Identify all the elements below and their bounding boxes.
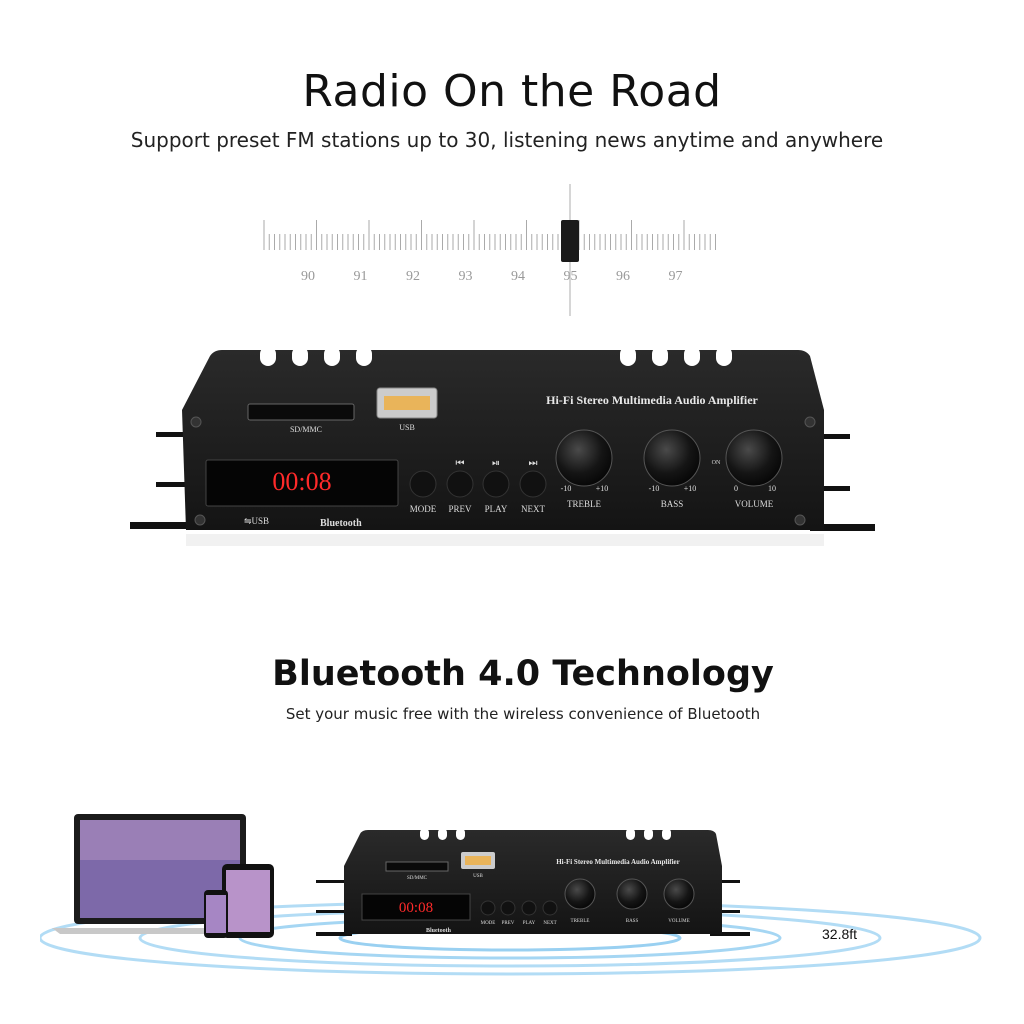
bluetooth-label: Bluetooth: [320, 518, 362, 529]
knob-volume[interactable]: ON 0 10 VOLUME: [712, 429, 783, 509]
tablet-icon: [222, 864, 274, 938]
led-display: [205, 459, 399, 507]
small-bass-label: BASS: [626, 919, 639, 924]
power-on-label: ON: [712, 460, 721, 466]
small-prev-label: PREV: [502, 921, 515, 926]
dial-frequency-label: 96: [616, 269, 630, 284]
dial-ticks: [263, 220, 716, 250]
usb-port-label: USB: [399, 423, 415, 432]
small-bluetooth-label: Bluetooth: [426, 928, 452, 934]
small-volume-label: VOLUME: [668, 919, 689, 924]
amplifier-brand-label: Hi-Fi Stereo Multimedia Audio Amplifier: [546, 393, 758, 407]
dial-frequency-label: 97: [669, 269, 683, 284]
button-mode-label: MODE: [410, 504, 437, 514]
knob-bass-min: -10: [649, 484, 660, 493]
button-play[interactable]: ⏯ PLAY: [482, 458, 510, 514]
small-next-label: NEXT: [543, 921, 556, 926]
button-play-label: PLAY: [485, 504, 508, 514]
section-subtitle-radio: Support preset FM stations up to 30, lis…: [130, 128, 884, 152]
dial-frequency-label: 93: [459, 269, 473, 284]
small-usb-label: USB: [473, 874, 483, 879]
dial-frequency-label: 91: [354, 269, 368, 284]
section-title-bluetooth: Bluetooth 4.0 Technology: [272, 654, 774, 694]
usb-logo: ⇋USB: [244, 516, 269, 526]
prev-icon: ⏮: [456, 458, 465, 469]
button-mode[interactable]: MODE: [409, 470, 437, 514]
small-treble-label: TREBLE: [571, 919, 590, 924]
amplifier-small: SD/MMC USB Hi-Fi Stereo Multimedia Audio…: [316, 828, 750, 936]
knob-treble[interactable]: -10 +10 TREBLE: [555, 429, 613, 509]
dial-frequency-label: 94: [511, 269, 525, 284]
small-mode-label: MODE: [481, 921, 496, 926]
button-next[interactable]: ⏭ NEXT: [519, 458, 547, 514]
next-icon: ⏭: [529, 458, 538, 469]
knob-bass[interactable]: -10 +10 BASS: [643, 429, 701, 509]
button-prev-label: PREV: [448, 504, 472, 514]
knob-volume-min: 0: [734, 484, 738, 493]
dial-frequency-label: 92: [406, 269, 420, 284]
led-display-time: 00:08: [272, 467, 331, 496]
small-sd-label: SD/MMC: [407, 876, 428, 881]
button-next-label: NEXT: [521, 504, 545, 514]
knob-treble-label: TREBLE: [567, 499, 601, 509]
sd-card-slot[interactable]: [247, 403, 355, 421]
small-display-time: 00:08: [399, 900, 433, 916]
play-pause-icon: ⏯: [492, 458, 500, 469]
small-play-label: PLAY: [523, 921, 536, 926]
sd-slot-label: SD/MMC: [290, 425, 322, 434]
small-brand-label: Hi-Fi Stereo Multimedia Audio Amplifier: [556, 858, 680, 866]
knob-bass-label: BASS: [661, 499, 684, 509]
dial-labels: 9091929394959697: [301, 269, 683, 284]
button-prev[interactable]: ⏮ PREV: [446, 458, 474, 514]
section-title-radio: Radio On the Road: [302, 66, 722, 117]
amplifier-large: SD/MMC USB Hi-Fi Stereo Multimedia Audio…: [130, 346, 875, 546]
dial-frequency-label: 90: [301, 269, 315, 284]
section-subtitle-bluetooth: Set your music free with the wireless co…: [285, 705, 761, 723]
phone-icon: [204, 890, 228, 938]
knob-treble-min: -10: [561, 484, 572, 493]
fm-tuning-dial: 9091929394959697: [263, 184, 716, 316]
knob-treble-max: +10: [596, 484, 609, 493]
laptop-icon: [52, 814, 268, 934]
knob-volume-label: VOLUME: [735, 499, 774, 509]
bluetooth-range-label: 32.8ft: [822, 926, 858, 942]
knob-volume-max: 10: [768, 484, 776, 493]
bluetooth-scene: SD/MMC USB Hi-Fi Stereo Multimedia Audio…: [40, 814, 982, 976]
knob-bass-max: +10: [684, 484, 697, 493]
dial-tuning-slider[interactable]: [561, 220, 579, 262]
